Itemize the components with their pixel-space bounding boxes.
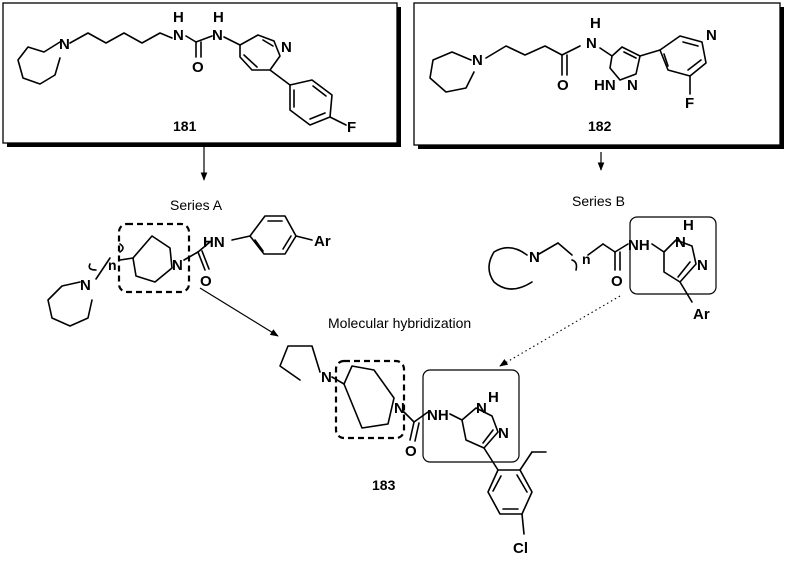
atom-N: N bbox=[586, 35, 597, 52]
atom-N: N bbox=[80, 277, 91, 294]
atom-F: F bbox=[685, 95, 694, 112]
atom-H: H bbox=[213, 9, 224, 26]
aminopyrazole-highlight-183 bbox=[422, 369, 520, 463]
atom-N: N bbox=[394, 400, 405, 417]
atom-N: N bbox=[697, 257, 708, 274]
series-b-label: Series B bbox=[572, 193, 625, 209]
compound-181-box bbox=[2, 2, 401, 147]
atom-N: N bbox=[627, 77, 638, 94]
hybridization-caption: Molecular hybridization bbox=[328, 315, 471, 331]
piperidine-highlight-a bbox=[117, 222, 191, 294]
atom-Ar: Ar bbox=[314, 233, 331, 250]
atom-N: N bbox=[529, 249, 540, 266]
atom-O: O bbox=[611, 273, 623, 290]
atom-N: N bbox=[212, 27, 223, 44]
compound-number: 183 bbox=[372, 477, 396, 493]
atom-H: H bbox=[590, 15, 601, 32]
atom-N: N bbox=[472, 52, 483, 69]
arrow-series-b-to-183-head bbox=[499, 359, 509, 367]
atom-F: F bbox=[347, 119, 356, 136]
series-a-label: Series A bbox=[170, 197, 223, 213]
atom-O: O bbox=[192, 59, 204, 76]
atom-N: N bbox=[321, 369, 332, 386]
atom-NH: NH bbox=[427, 407, 449, 424]
compound-182-structure: N H N O HN N N F 182 bbox=[429, 15, 717, 134]
compound-182-box bbox=[413, 2, 784, 149]
atom-H: H bbox=[173, 9, 184, 26]
series-b-structure: N n O NH H N N Ar bbox=[488, 216, 717, 323]
atom-H: H bbox=[488, 389, 499, 406]
atom-HN: HN bbox=[203, 234, 225, 251]
atom-Ar: Ar bbox=[693, 306, 710, 323]
arrow-series-a-to-183 bbox=[199, 287, 279, 337]
atom-O: O bbox=[405, 443, 417, 460]
compound-181-structure: N H N H N O N F 181 bbox=[17, 9, 356, 136]
atom-N: N bbox=[281, 39, 292, 56]
compound-number: 182 bbox=[588, 118, 612, 134]
compound-183-structure: N N O NH H N N Cl 183 bbox=[279, 345, 547, 557]
atom-N: N bbox=[172, 257, 183, 274]
atom-n: n bbox=[108, 257, 117, 273]
atom-O: O bbox=[557, 77, 569, 94]
atom-Cl: Cl bbox=[513, 540, 528, 557]
atom-H: H bbox=[683, 217, 694, 234]
compound-number: 181 bbox=[173, 118, 197, 134]
atom-N: N bbox=[173, 27, 184, 44]
atom-N: N bbox=[59, 36, 70, 53]
atom-N: N bbox=[706, 27, 717, 44]
arrow-series-b-to-183 bbox=[499, 295, 621, 367]
atom-N: N bbox=[498, 425, 509, 442]
piperidine-highlight-183 bbox=[334, 359, 406, 440]
aminopyrazole-highlight-b bbox=[629, 216, 717, 295]
atom-n: n bbox=[582, 251, 591, 267]
series-a-structure: N n N HN O Ar bbox=[47, 215, 331, 327]
atom-HN: HN bbox=[594, 77, 616, 94]
atom-NH: NH bbox=[628, 237, 650, 254]
atom-O: O bbox=[200, 273, 212, 290]
atom-N: N bbox=[675, 234, 686, 251]
atom-N: N bbox=[476, 400, 487, 417]
